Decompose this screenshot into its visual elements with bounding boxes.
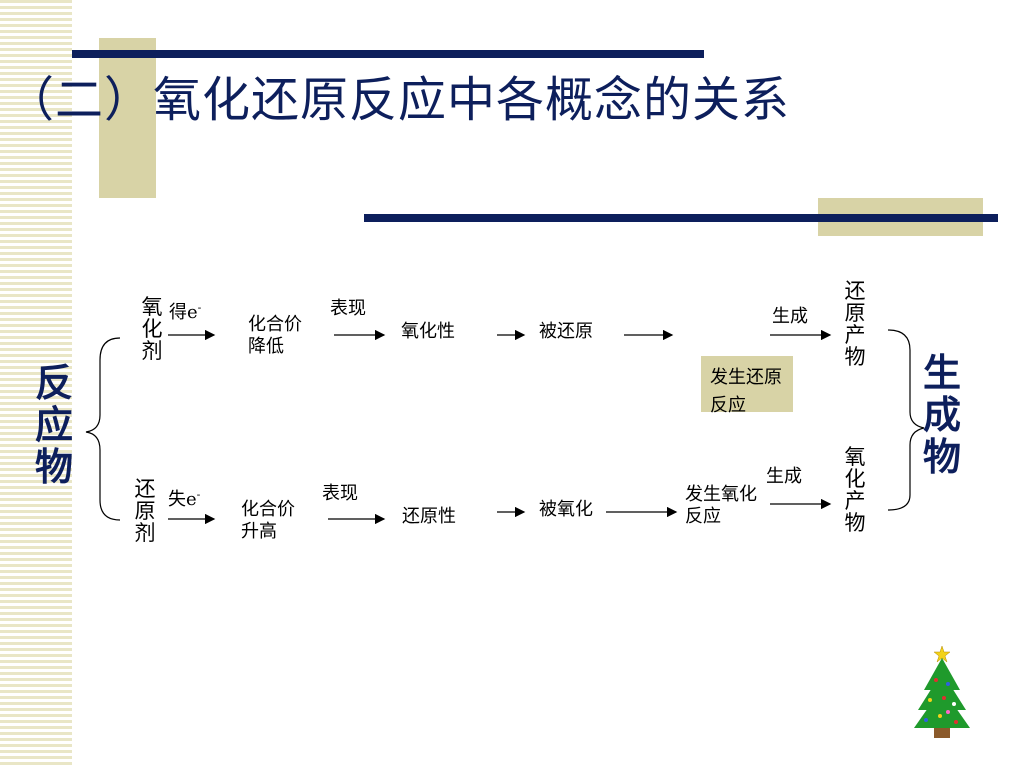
manifest-label-bottom: 表现 <box>322 483 358 504</box>
top-rule <box>72 50 704 58</box>
oxidizing-property-label: 氧化性 <box>401 321 455 342</box>
reactants-label: 反应物 <box>34 360 73 489</box>
products-label: 生成物 <box>922 350 961 479</box>
tan-block-top <box>99 38 156 198</box>
christmas-tree-icon <box>914 645 970 738</box>
valence-decrease-label: 化合价降低 <box>248 314 302 357</box>
page-title: （二）氧化还原反应中各概念的关系 <box>6 72 791 128</box>
mid-rule <box>364 214 998 222</box>
reducing-property-label: 还原性 <box>402 506 456 527</box>
reduction-reaction-label: 发生还原反应 <box>710 367 782 416</box>
reduced-label: 被还原 <box>539 321 593 342</box>
left-stripe-decoration <box>0 0 72 768</box>
right-brace <box>887 329 925 511</box>
oxidation-reaction-label: 发生氧化反应 <box>685 484 757 527</box>
oxidized-label: 被氧化 <box>539 499 593 520</box>
valence-increase-label: 化合价升高 <box>241 499 295 542</box>
forms-label-top: 生成 <box>772 306 808 327</box>
left-brace <box>85 337 121 521</box>
reduction-reaction-box <box>701 356 793 412</box>
manifest-label-top: 表现 <box>330 298 366 319</box>
oxidizing-agent-label: 氧化剂 <box>141 295 163 363</box>
lose-electron-label: 失e- <box>168 488 201 510</box>
forms-label-bottom: 生成 <box>766 466 802 487</box>
oxidation-product-label: 氧化产物 <box>844 445 866 535</box>
gain-electron-label: 得e- <box>169 301 202 323</box>
reduction-product-label: 还原产物 <box>844 279 866 369</box>
reducing-agent-label: 还原剂 <box>134 477 156 545</box>
